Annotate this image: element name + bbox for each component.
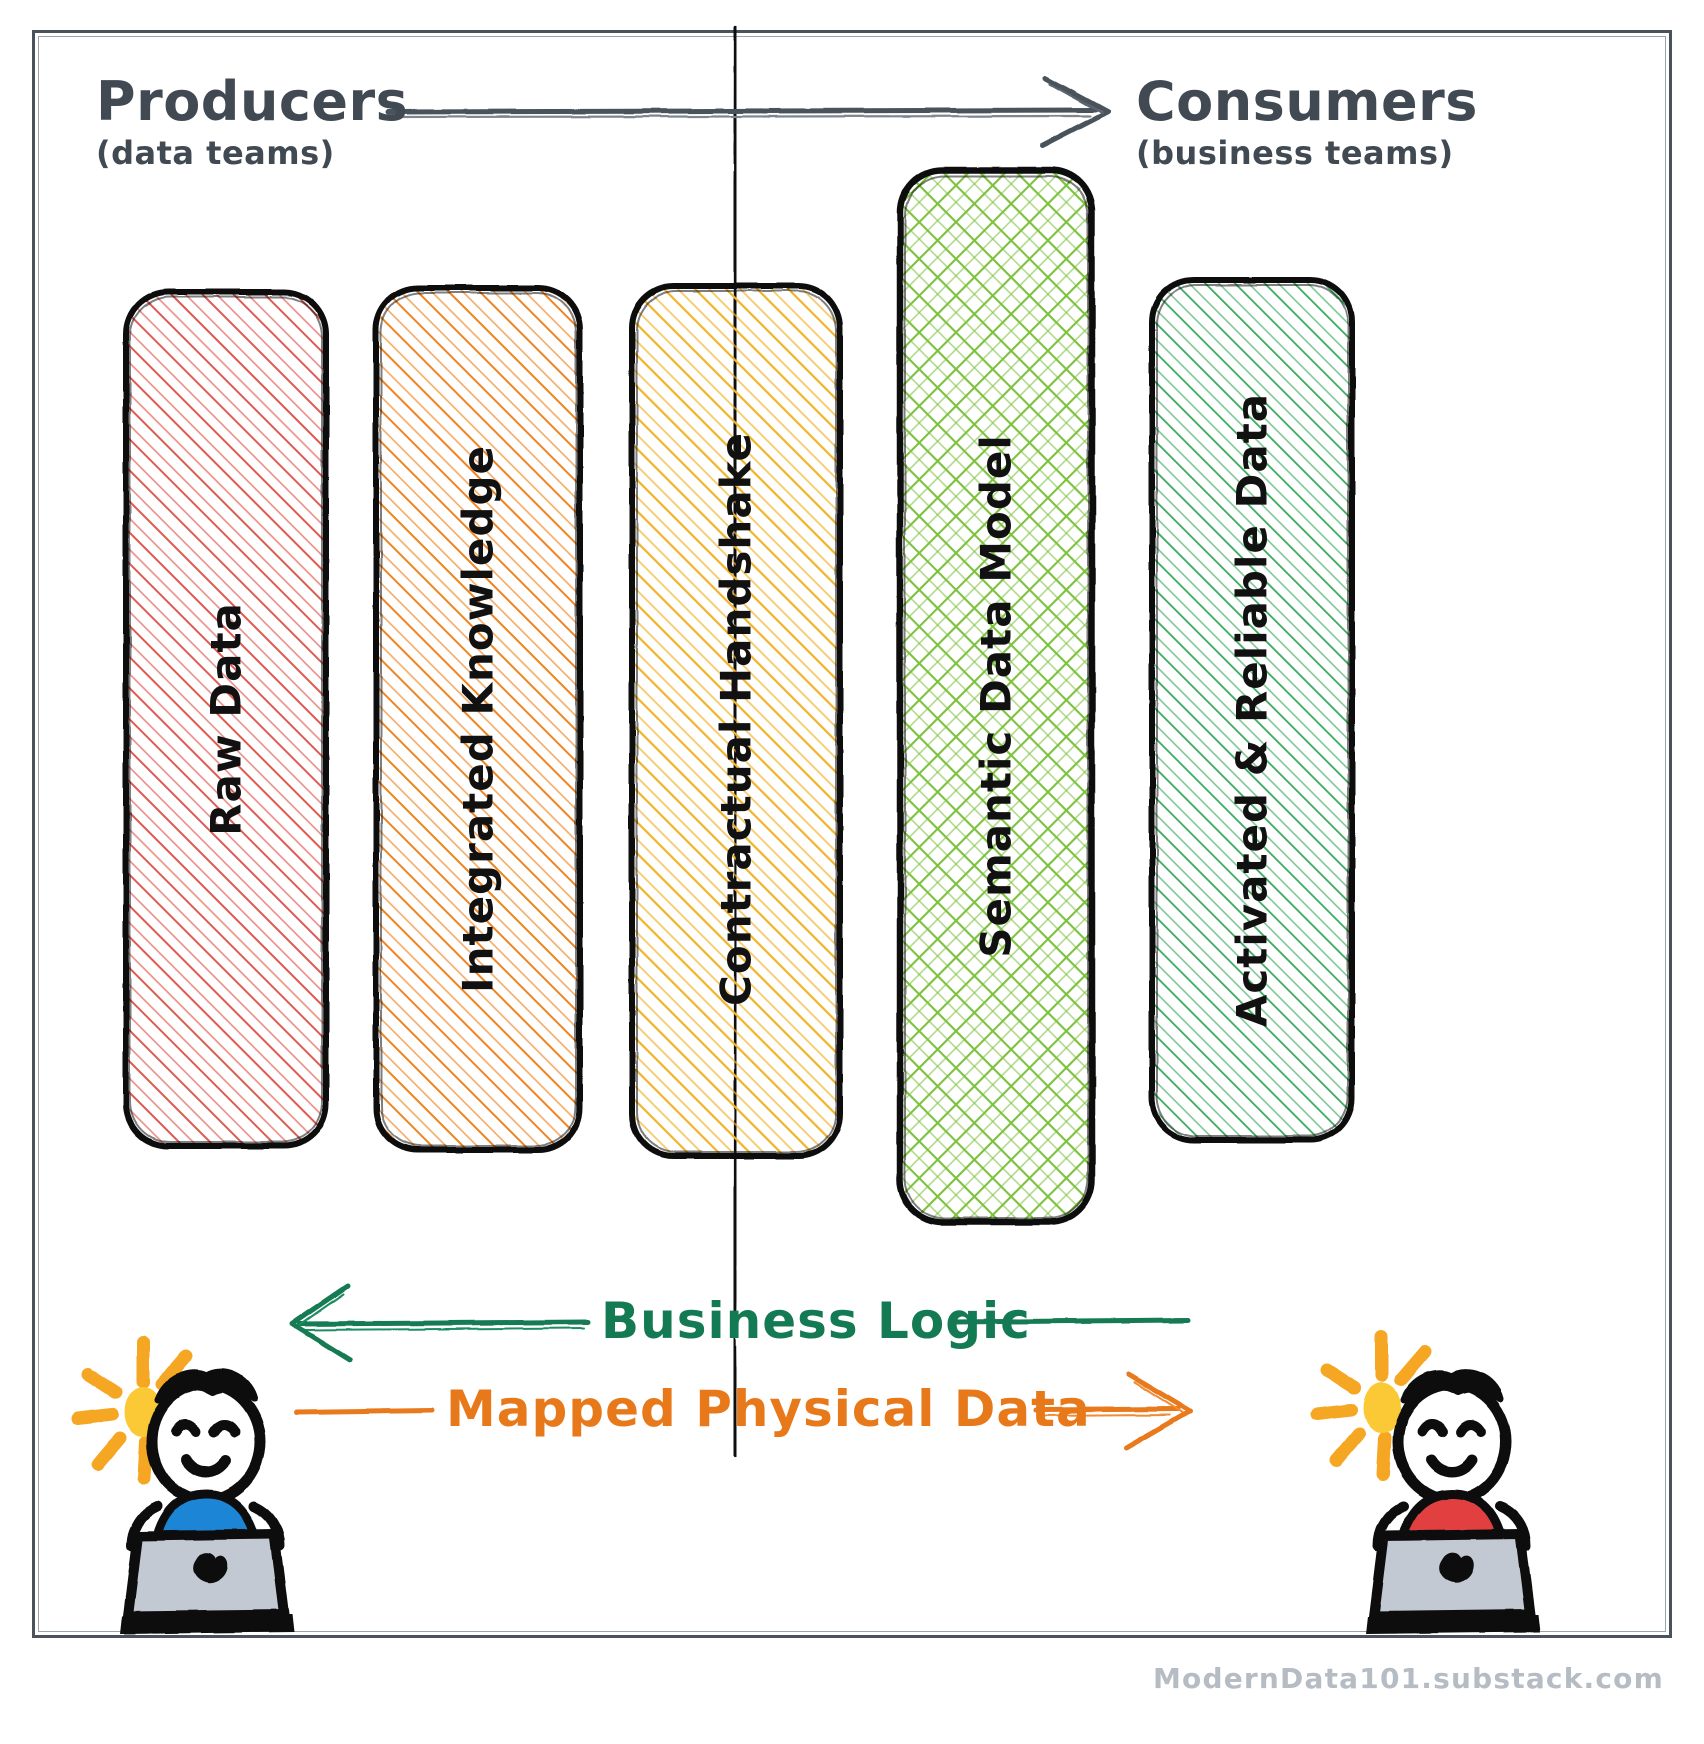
- bar-activated-reliable-data[interactable]: [1149, 277, 1355, 1143]
- footer-watermark: ModernData101.substack.com: [1152, 1662, 1664, 1695]
- laptop-icon: [1366, 1529, 1540, 1634]
- laptop-icon: [120, 1529, 294, 1634]
- bar-semantic-data-model[interactable]: [896, 166, 1096, 1226]
- mapped-physical-data-label: Mapped Physical Data: [446, 1380, 1091, 1438]
- bar-raw-data[interactable]: [123, 289, 329, 1149]
- producers-header: Producers (data teams): [96, 74, 408, 173]
- producers-subtitle: (data teams): [96, 134, 335, 173]
- bar-label-raw-data: Raw Data: [201, 602, 251, 836]
- consumer-persona: [1310, 1329, 1540, 1634]
- consumers-header: Consumers (business teams): [1136, 74, 1478, 173]
- outer-frame-border: [32, 30, 1672, 1638]
- bar-label-integrated-knowledge: Integrated Knowledge: [453, 444, 503, 994]
- producers-title: Producers: [96, 70, 409, 133]
- consumers-title: Consumers: [1136, 70, 1478, 133]
- business-logic-arrow: [289, 1283, 1191, 1363]
- bar-label-contractual-handshake: Contractual Handshake: [711, 432, 761, 1006]
- producer-persona: [71, 1335, 294, 1634]
- consumers-subtitle: (business teams): [1136, 134, 1454, 173]
- mapped-physical-data-arrow: [293, 1371, 1193, 1451]
- bar-label-activated-reliable-data: Activated & Reliable Data: [1227, 392, 1277, 1028]
- bar-integrated-knowledge[interactable]: [373, 285, 583, 1153]
- bar-label-semantic-data-model: Semantic Data Model: [971, 434, 1021, 958]
- bar-contractual-handshake[interactable]: [629, 283, 843, 1159]
- business-logic-label: Business Logic: [601, 1292, 1031, 1350]
- producers-to-consumers-arrow: [384, 75, 1111, 149]
